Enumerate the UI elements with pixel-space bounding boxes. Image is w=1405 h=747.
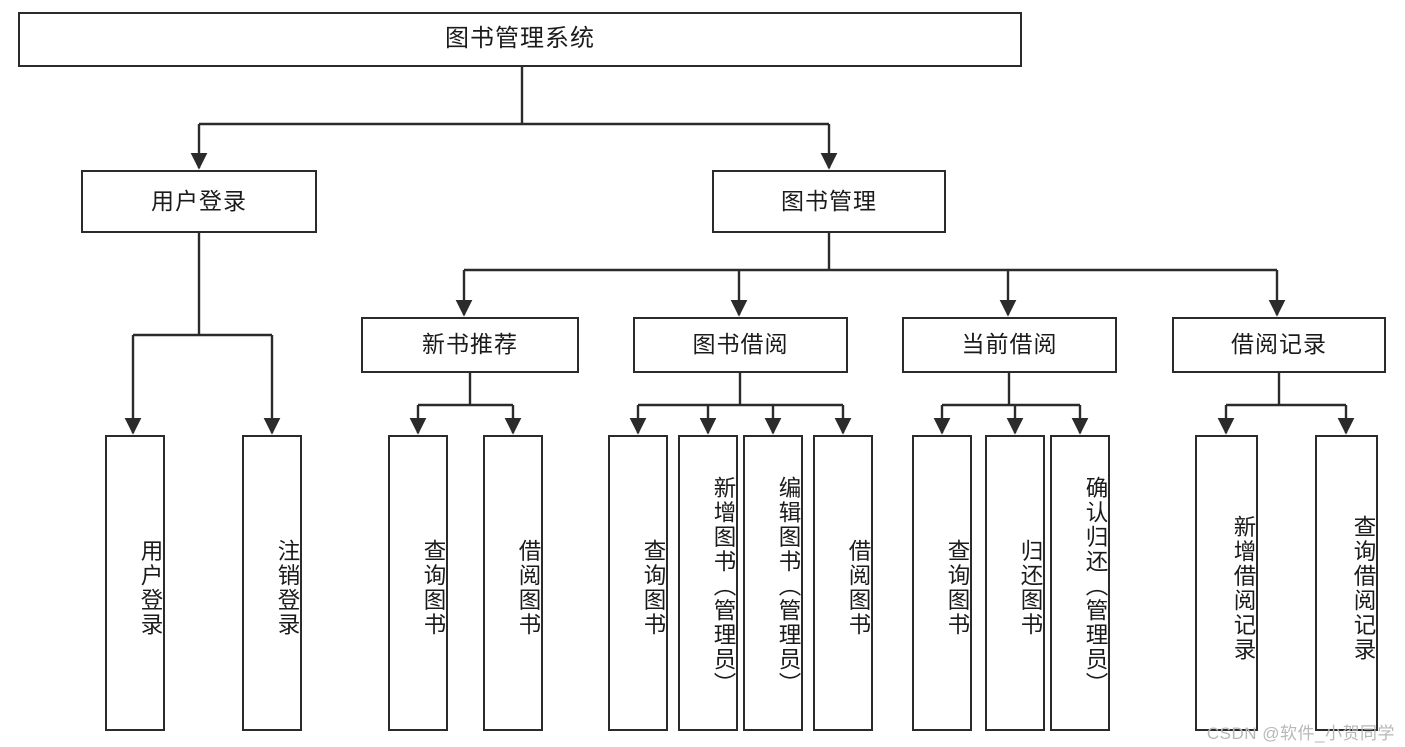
- node-book-management[interactable]: 图书管理: [712, 170, 946, 233]
- leaf-borrow-books-recommend[interactable]: 借阅图书: [483, 435, 543, 731]
- leaf-query-books-borrow[interactable]: 查询图书: [608, 435, 668, 731]
- node-current-borrowing[interactable]: 当前借阅: [902, 317, 1117, 373]
- leaf-query-books-recommend[interactable]: 查询图书: [388, 435, 448, 731]
- node-new-book-recommendation[interactable]: 新书推荐: [361, 317, 579, 373]
- node-book-borrowing[interactable]: 图书借阅: [633, 317, 848, 373]
- node-borrowing-records[interactable]: 借阅记录: [1172, 317, 1386, 373]
- leaf-add-book-admin[interactable]: 新增图书（管理员）: [678, 435, 738, 731]
- leaf-add-borrow-record[interactable]: 新增借阅记录: [1195, 435, 1258, 731]
- node-user-login[interactable]: 用户登录: [81, 170, 317, 233]
- watermark-text: CSDN @软件_小贺同学: [1206, 724, 1395, 743]
- leaf-lend-book[interactable]: 借阅图书: [813, 435, 873, 731]
- leaf-confirm-return-admin[interactable]: 确认归还（管理员）: [1050, 435, 1110, 731]
- leaf-return-book[interactable]: 归还图书: [985, 435, 1045, 731]
- leaf-query-books-current[interactable]: 查询图书: [912, 435, 972, 731]
- leaf-edit-book-admin[interactable]: 编辑图书（管理员）: [743, 435, 803, 731]
- node-root-system[interactable]: 图书管理系统: [18, 12, 1022, 67]
- leaf-query-borrow-record[interactable]: 查询借阅记录: [1315, 435, 1378, 731]
- leaf-logout[interactable]: 注销登录: [242, 435, 302, 731]
- leaf-user-login[interactable]: 用户登录: [105, 435, 165, 731]
